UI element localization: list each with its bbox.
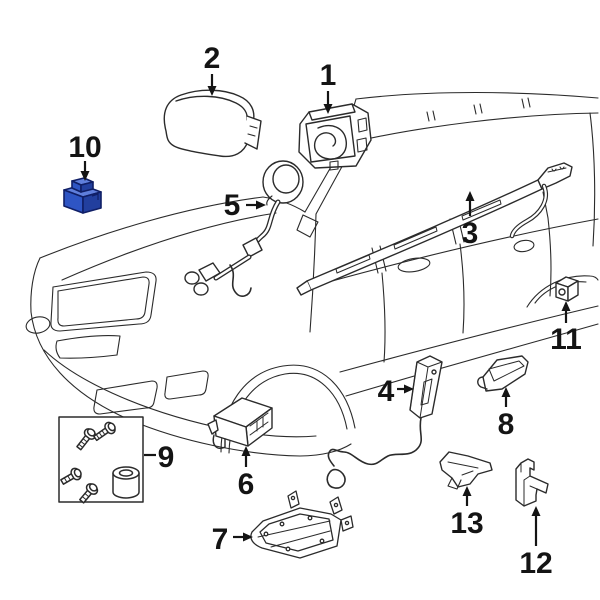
callout-number-8: 8 [498,408,515,441]
part-4-seat-airbag [326,355,443,489]
callout-3: 3 [462,191,479,250]
part-3-curtain-airbag [296,162,573,296]
part-5-clockspring [184,160,304,297]
callout-arrowhead-5 [256,200,266,210]
part-7-bracket [250,490,354,559]
part-10-front-sensor-highlighted [63,177,102,214]
callout-12: 12 [519,506,553,580]
part-2-passenger-airbag [163,89,262,158]
callouts-layer: 2 1 10 5 3 11 9 6 4 8 7 13 12 [68,42,582,580]
callout-11: 11 [550,301,582,356]
part-8-impact-sensor [477,355,529,392]
callout-arrowhead-7 [243,532,253,542]
callout-arrowhead-3 [465,191,475,201]
callout-arrowhead-1 [323,104,333,114]
callout-arrowhead-10 [80,171,90,181]
callout-number-9: 9 [158,441,175,474]
part-11-sensor-cube [555,276,579,302]
callout-arrowhead-6 [241,446,251,456]
callout-number-12: 12 [519,547,552,580]
callout-arrowhead-11 [561,301,571,311]
callout-6: 6 [238,446,255,501]
callout-number-4: 4 [378,375,395,408]
callout-5: 5 [224,189,266,222]
callout-number-10: 10 [68,131,101,164]
callout-1: 1 [320,59,337,114]
callout-10: 10 [68,131,102,181]
callout-number-3: 3 [462,217,479,250]
callout-number-1: 1 [320,59,337,92]
callout-9: 9 [144,441,174,474]
callout-8: 8 [498,387,515,441]
callout-number-13: 13 [450,507,483,540]
part-9-hardware-kit [58,416,144,504]
callout-number-6: 6 [238,468,255,501]
part-13-sensor-bracket [439,451,493,490]
callout-number-11: 11 [550,323,582,356]
callout-4: 4 [378,375,414,408]
callout-13: 13 [450,486,484,540]
part-12-sensor-bracket [515,458,549,507]
callout-number-7: 7 [212,523,229,556]
callout-2: 2 [204,42,221,96]
callout-7: 7 [212,523,253,556]
callout-arrowhead-12 [531,506,541,516]
part-6-control-module [207,397,273,450]
callout-arrowhead-2 [207,86,217,96]
callout-number-2: 2 [204,42,221,75]
part-1-driver-airbag [298,103,372,171]
callout-arrowhead-8 [501,387,511,397]
callout-arrowhead-4 [404,384,414,394]
callout-arrowhead-13 [462,486,472,496]
callout-number-5: 5 [224,189,241,222]
